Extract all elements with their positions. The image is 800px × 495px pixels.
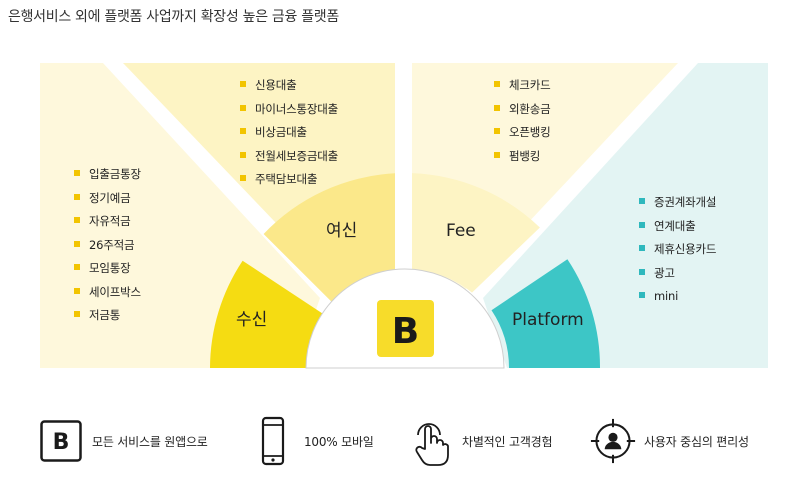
list-item: 체크카드 <box>494 78 551 102</box>
list-item: 입출금통장 <box>74 167 141 191</box>
user-target-icon <box>590 416 636 466</box>
fee-label: Fee <box>446 221 476 241</box>
feature-experience: 차별적인 고객경험 <box>408 416 553 466</box>
feature-label: 모든 서비스를 원앱으로 <box>92 434 208 449</box>
list-item: 주택담보대출 <box>240 172 338 196</box>
bank-logo-icon: B <box>377 300 434 357</box>
list-item: 외환송금 <box>494 102 551 126</box>
susin-items: 입출금통장 정기예금 자유적금 26주적금 모임통장 세이프박스 저금통 <box>74 167 141 332</box>
feature-convenience: 사용자 중심의 편리성 <box>590 416 749 466</box>
list-item: 정기예금 <box>74 191 141 215</box>
yeosin-label: 여신 <box>326 221 357 241</box>
list-item: 자유적금 <box>74 214 141 238</box>
list-item: 펌뱅킹 <box>494 149 551 173</box>
susin-label: 수신 <box>236 310 267 330</box>
platform-items: 증권계좌개설 연계대출 제휴신용카드 광고 mini <box>639 195 716 313</box>
platform-label: Platform <box>512 310 584 330</box>
list-item: 연계대출 <box>639 219 716 243</box>
feature-one-app: B 모든 서비스를 원앱으로 <box>38 416 208 466</box>
yeosin-items: 신용대출 마이너스통장대출 비상금대출 전월세보증금대출 주택담보대출 <box>240 78 338 196</box>
list-item: 오픈뱅킹 <box>494 125 551 149</box>
touch-hand-icon <box>408 416 454 466</box>
feature-mobile: 100% 모바일 <box>250 416 374 466</box>
list-item: 신용대출 <box>240 78 338 102</box>
fee-items: 체크카드 외환송금 오픈뱅킹 펌뱅킹 <box>494 78 551 172</box>
list-item: 저금통 <box>74 308 141 332</box>
feature-label: 사용자 중심의 편리성 <box>644 434 749 449</box>
list-item: 광고 <box>639 266 716 290</box>
svg-text:B: B <box>53 430 70 455</box>
list-item: 26주적금 <box>74 238 141 262</box>
susin-sector <box>210 260 323 368</box>
list-item: 전월세보증금대출 <box>240 149 338 173</box>
smartphone-icon <box>250 416 296 466</box>
platform-sector <box>491 259 601 368</box>
list-item: 제휴신용카드 <box>639 242 716 266</box>
app-logo-icon: B <box>38 416 84 466</box>
list-item: 모임통장 <box>74 261 141 285</box>
list-item: 세이프박스 <box>74 285 141 309</box>
list-item: 증권계좌개설 <box>639 195 716 219</box>
bank-logo-letter: B <box>392 311 419 352</box>
page-title: 은행서비스 외에 플랫폼 사업까지 확장성 높은 금융 플랫폼 <box>8 9 339 25</box>
fee-sector <box>412 173 540 293</box>
list-item: mini <box>639 289 716 313</box>
list-item: 마이너스통장대출 <box>240 102 338 126</box>
list-item: 비상금대출 <box>240 125 338 149</box>
feature-label: 100% 모바일 <box>304 434 374 449</box>
yeosin-sector <box>263 173 395 310</box>
feature-label: 차별적인 고객경험 <box>462 434 553 449</box>
